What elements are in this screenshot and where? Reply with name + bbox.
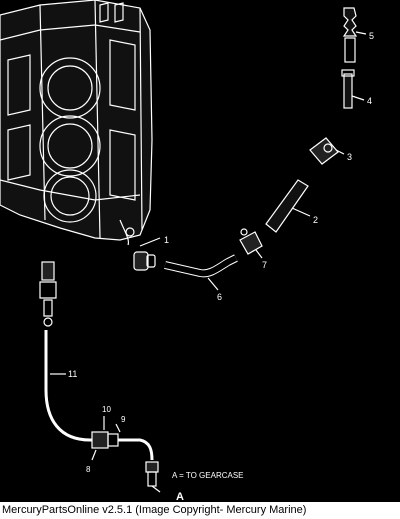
copyright-caption: MercuryPartsOnline v2.5.1 (Image Copyrig… xyxy=(0,502,400,519)
callout-6: 6 xyxy=(217,292,222,302)
part-5-nipple xyxy=(342,7,367,63)
callout-7: 7 xyxy=(262,260,267,270)
gearcase-note: A = TO GEARCASE xyxy=(172,471,244,480)
part-6-hose xyxy=(164,254,238,291)
callout-10: 10 xyxy=(102,405,111,414)
part-2-hose xyxy=(265,179,311,233)
callout-2: 2 xyxy=(313,215,318,225)
point-label-a: A xyxy=(176,491,184,502)
callout-5: 5 xyxy=(369,31,374,41)
callout-3: 3 xyxy=(347,152,352,162)
diagram-canvas: 1 6 7 2 3 4 5 xyxy=(0,0,374,503)
callout-8: 8 xyxy=(86,465,91,474)
callout-11: 11 xyxy=(68,369,77,379)
part-3-connector xyxy=(309,137,345,165)
callout-9: 9 xyxy=(121,415,126,424)
part-1-fitting xyxy=(133,237,161,271)
engine-block-drawing xyxy=(0,0,153,246)
callout-4: 4 xyxy=(367,96,372,106)
part-4-fitting xyxy=(341,69,365,109)
callout-1: 1 xyxy=(164,235,169,245)
part-7-tee xyxy=(239,228,263,259)
parts-8-9-10-assembly xyxy=(91,416,161,493)
part-11-tube xyxy=(39,261,100,442)
